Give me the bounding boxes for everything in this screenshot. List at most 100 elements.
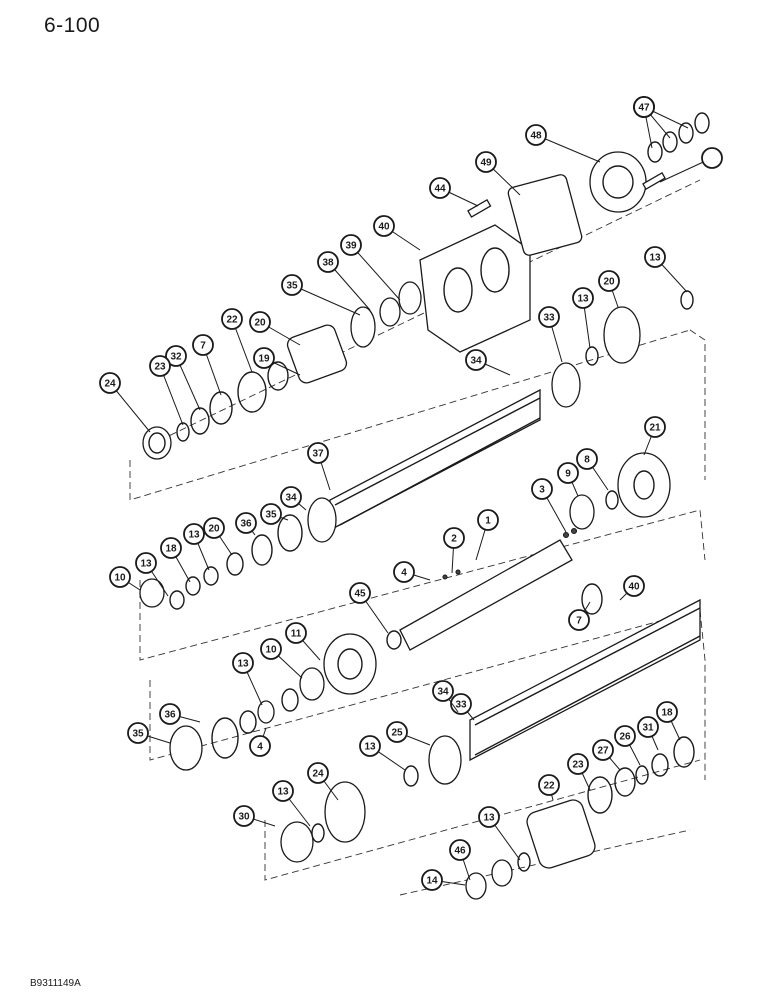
- callout-circle: [359, 735, 381, 757]
- callout-label: 14: [426, 876, 438, 887]
- callout-label: 20: [254, 318, 266, 329]
- callout-27: 27: [592, 739, 621, 771]
- callout-circle: [272, 780, 294, 802]
- callout-36: 36: [235, 512, 257, 536]
- callout-circle: [623, 575, 645, 597]
- callout-circle: [232, 652, 254, 674]
- callout-circle: [260, 638, 282, 660]
- callout-circle: [592, 739, 614, 761]
- callout-circle: [249, 735, 271, 757]
- callout-circle: [281, 274, 303, 296]
- callout-34: 34: [280, 486, 307, 511]
- assembly-guide-lines: [129, 179, 706, 896]
- callout-circle: [253, 347, 275, 369]
- callout-label: 20: [603, 277, 615, 288]
- callout-label: 13: [237, 659, 249, 670]
- callout-34: 34: [465, 349, 511, 376]
- callout-1: 1: [475, 509, 499, 561]
- callout-18: 18: [160, 537, 191, 583]
- callout-13: 13: [183, 523, 210, 571]
- callout-33: 33: [538, 306, 563, 363]
- callout-circle: [567, 753, 589, 775]
- callout-label: 34: [285, 493, 297, 504]
- callout-label: 36: [164, 710, 176, 721]
- callout-circle: [340, 234, 362, 256]
- parts: [139, 112, 710, 900]
- callout-10: 10: [260, 638, 303, 679]
- callout-circle: [165, 345, 187, 367]
- callout-4: 4: [393, 561, 431, 583]
- callout-circle: [443, 527, 465, 549]
- callout-circle: [637, 716, 659, 738]
- callout-circle: [280, 486, 302, 508]
- callout-46: 46: [449, 839, 471, 881]
- callout-label: 10: [114, 573, 126, 584]
- figure-code: B9311149A: [30, 978, 81, 989]
- callout-11: 11: [285, 622, 321, 661]
- callout-13: 13: [478, 806, 521, 861]
- callout-label: 25: [391, 728, 403, 739]
- callout-circle: [307, 442, 329, 464]
- callout-label: 27: [597, 746, 609, 757]
- callout-circle: [373, 215, 395, 237]
- callout-label: 21: [649, 423, 661, 434]
- callout-40: 40: [619, 575, 645, 601]
- callout-label: 47: [638, 103, 650, 114]
- callout-circle: [109, 566, 131, 588]
- callout-2: 2: [443, 527, 465, 574]
- callout-circle: [572, 287, 594, 309]
- callout-10: 10: [109, 566, 141, 591]
- callout-circle: [285, 622, 307, 644]
- callout-13: 13: [359, 735, 406, 771]
- callout-label: 46: [454, 846, 466, 857]
- callout-35: 35: [281, 274, 361, 316]
- callout-circle: [656, 701, 678, 723]
- callout-40: 40: [373, 215, 421, 251]
- leader-line: [291, 284, 361, 316]
- callout-25: 25: [386, 721, 431, 746]
- callout-circle: [233, 805, 255, 827]
- callout-label: 13: [649, 253, 661, 264]
- callout-label: 37: [312, 449, 324, 460]
- callout-circle: [421, 869, 443, 891]
- leader-line: [350, 244, 401, 301]
- callout-label: 31: [642, 723, 654, 734]
- callout-label: 35: [132, 729, 144, 740]
- callout-circle: [432, 680, 454, 702]
- callout-36: 36: [159, 703, 201, 725]
- callout-circle: [478, 806, 500, 828]
- callout-circle: [160, 537, 182, 559]
- callout-24: 24: [307, 762, 339, 801]
- callout-label: 26: [619, 732, 631, 743]
- callout-label: 35: [286, 281, 298, 292]
- callout-circle: [159, 703, 181, 725]
- callout-20: 20: [598, 270, 620, 308]
- callout-48: 48: [525, 124, 601, 163]
- callout-label: 1: [485, 516, 491, 527]
- callout-label: 20: [208, 524, 220, 535]
- callout-circle: [644, 246, 666, 268]
- callout-14: 14: [421, 869, 466, 891]
- callout-32: 32: [165, 345, 201, 411]
- callout-label: 48: [530, 131, 542, 142]
- callout-label: 11: [291, 629, 302, 640]
- callout-label: 33: [455, 700, 467, 711]
- callout-49: 49: [475, 151, 521, 196]
- callout-circle: [260, 503, 282, 525]
- callout-label: 24: [312, 769, 324, 780]
- callout-circle: [393, 561, 415, 583]
- callout-18: 18: [656, 701, 681, 741]
- page-number: 6-100: [44, 14, 101, 37]
- callout-label: 33: [543, 313, 555, 324]
- callout-circle: [349, 582, 371, 604]
- callout-label: 9: [565, 469, 571, 480]
- callout-label: 35: [265, 510, 277, 521]
- callout-circle: [221, 308, 243, 330]
- callout-circle: [183, 523, 205, 545]
- callout-circle: [135, 552, 157, 574]
- callout-label: 18: [661, 708, 673, 719]
- callout-label: 49: [480, 158, 492, 169]
- callout-circle: [701, 147, 723, 169]
- callout-13: 13: [232, 652, 263, 706]
